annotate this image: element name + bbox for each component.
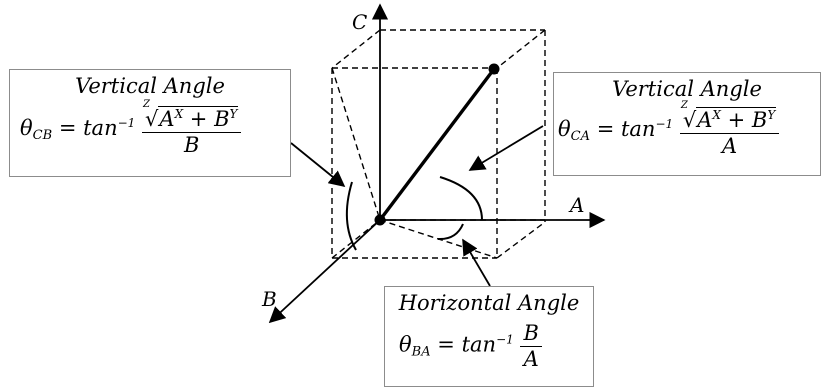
exp-y: Y bbox=[229, 107, 238, 121]
radicand-a: A bbox=[159, 107, 175, 131]
vertical-angle-cb-box: Vertical Angle θCB = tan−1 Z√AX + BY B bbox=[9, 69, 291, 177]
radicand: AX + BY bbox=[696, 107, 777, 132]
exp-y: Y bbox=[767, 108, 776, 122]
fraction: Z√AX + BY B bbox=[142, 99, 242, 157]
root-index: Z bbox=[680, 100, 688, 111]
theta-symbol: θ bbox=[558, 117, 571, 141]
pointer-arrows bbox=[290, 125, 544, 287]
denominator: A bbox=[721, 134, 738, 158]
radicand-b: B bbox=[751, 108, 768, 132]
pointer-cb bbox=[290, 142, 346, 188]
numerator: B bbox=[520, 321, 542, 347]
radicand: AX + BY bbox=[158, 106, 239, 131]
axis-b bbox=[268, 219, 381, 324]
axes bbox=[268, 3, 606, 324]
vector-tip bbox=[488, 63, 500, 75]
radicand-b: B bbox=[214, 107, 230, 131]
theta-symbol: θ bbox=[399, 332, 412, 357]
vector-line bbox=[378, 67, 496, 222]
plus-sign: + bbox=[720, 108, 752, 132]
axis-label-b: B bbox=[262, 287, 277, 311]
inverse-exponent: −1 bbox=[655, 117, 674, 131]
fraction: B A bbox=[520, 321, 542, 371]
theta-subscript: CB bbox=[32, 128, 53, 143]
radicand-a: A bbox=[697, 108, 713, 132]
origin-point bbox=[374, 214, 386, 226]
exp-x: X bbox=[712, 108, 721, 122]
radical: Z√AX + BY bbox=[143, 99, 239, 131]
fraction: Z√AX + BY A bbox=[679, 100, 780, 158]
equation-ca: θCA = tan−1 Z√AX + BY A bbox=[558, 100, 780, 158]
arc-ba bbox=[437, 223, 464, 241]
equals-tan: = tan bbox=[437, 332, 497, 357]
axis-label-c: C bbox=[352, 10, 368, 34]
vertical-angle-ca-box: Vertical Angle θCA = tan−1 Z√AX + BY A bbox=[553, 72, 821, 176]
theta-subscript: BA bbox=[411, 344, 431, 360]
radical: Z√AX + BY bbox=[681, 100, 777, 132]
arc-cb bbox=[345, 181, 357, 251]
equation-ba: θBA = tan−1 B A bbox=[399, 321, 542, 371]
box-title: Horizontal Angle bbox=[398, 291, 580, 315]
plus-sign: + bbox=[183, 107, 215, 131]
pointer-ca bbox=[468, 125, 544, 171]
root-symbol: √ bbox=[145, 107, 159, 131]
box-title: Vertical Angle bbox=[612, 77, 762, 101]
equals-tan: = tan bbox=[596, 117, 656, 141]
numerator: Z√AX + BY bbox=[142, 99, 242, 133]
inverse-exponent: −1 bbox=[117, 116, 136, 130]
box-title: Vertical Angle bbox=[75, 74, 225, 98]
equals-tan: = tan bbox=[58, 116, 118, 140]
equation-cb: θCB = tan−1 Z√AX + BY B bbox=[20, 99, 242, 157]
denominator: B bbox=[183, 133, 200, 157]
exp-x: X bbox=[174, 107, 184, 121]
theta-symbol: θ bbox=[20, 116, 33, 140]
angle-arcs bbox=[345, 176, 483, 251]
arc-ca bbox=[439, 176, 483, 221]
root-index: Z bbox=[143, 99, 150, 110]
denominator: A bbox=[523, 347, 539, 371]
inverse-exponent: −1 bbox=[496, 332, 514, 347]
numerator: Z√AX + BY bbox=[679, 100, 780, 134]
root-symbol: √ bbox=[682, 108, 697, 132]
horizontal-angle-ba-box: Horizontal Angle θBA = tan−1 B A bbox=[384, 286, 594, 387]
axis-label-a: A bbox=[570, 193, 585, 217]
theta-subscript: CA bbox=[570, 129, 590, 144]
pointer-ba bbox=[462, 238, 491, 287]
